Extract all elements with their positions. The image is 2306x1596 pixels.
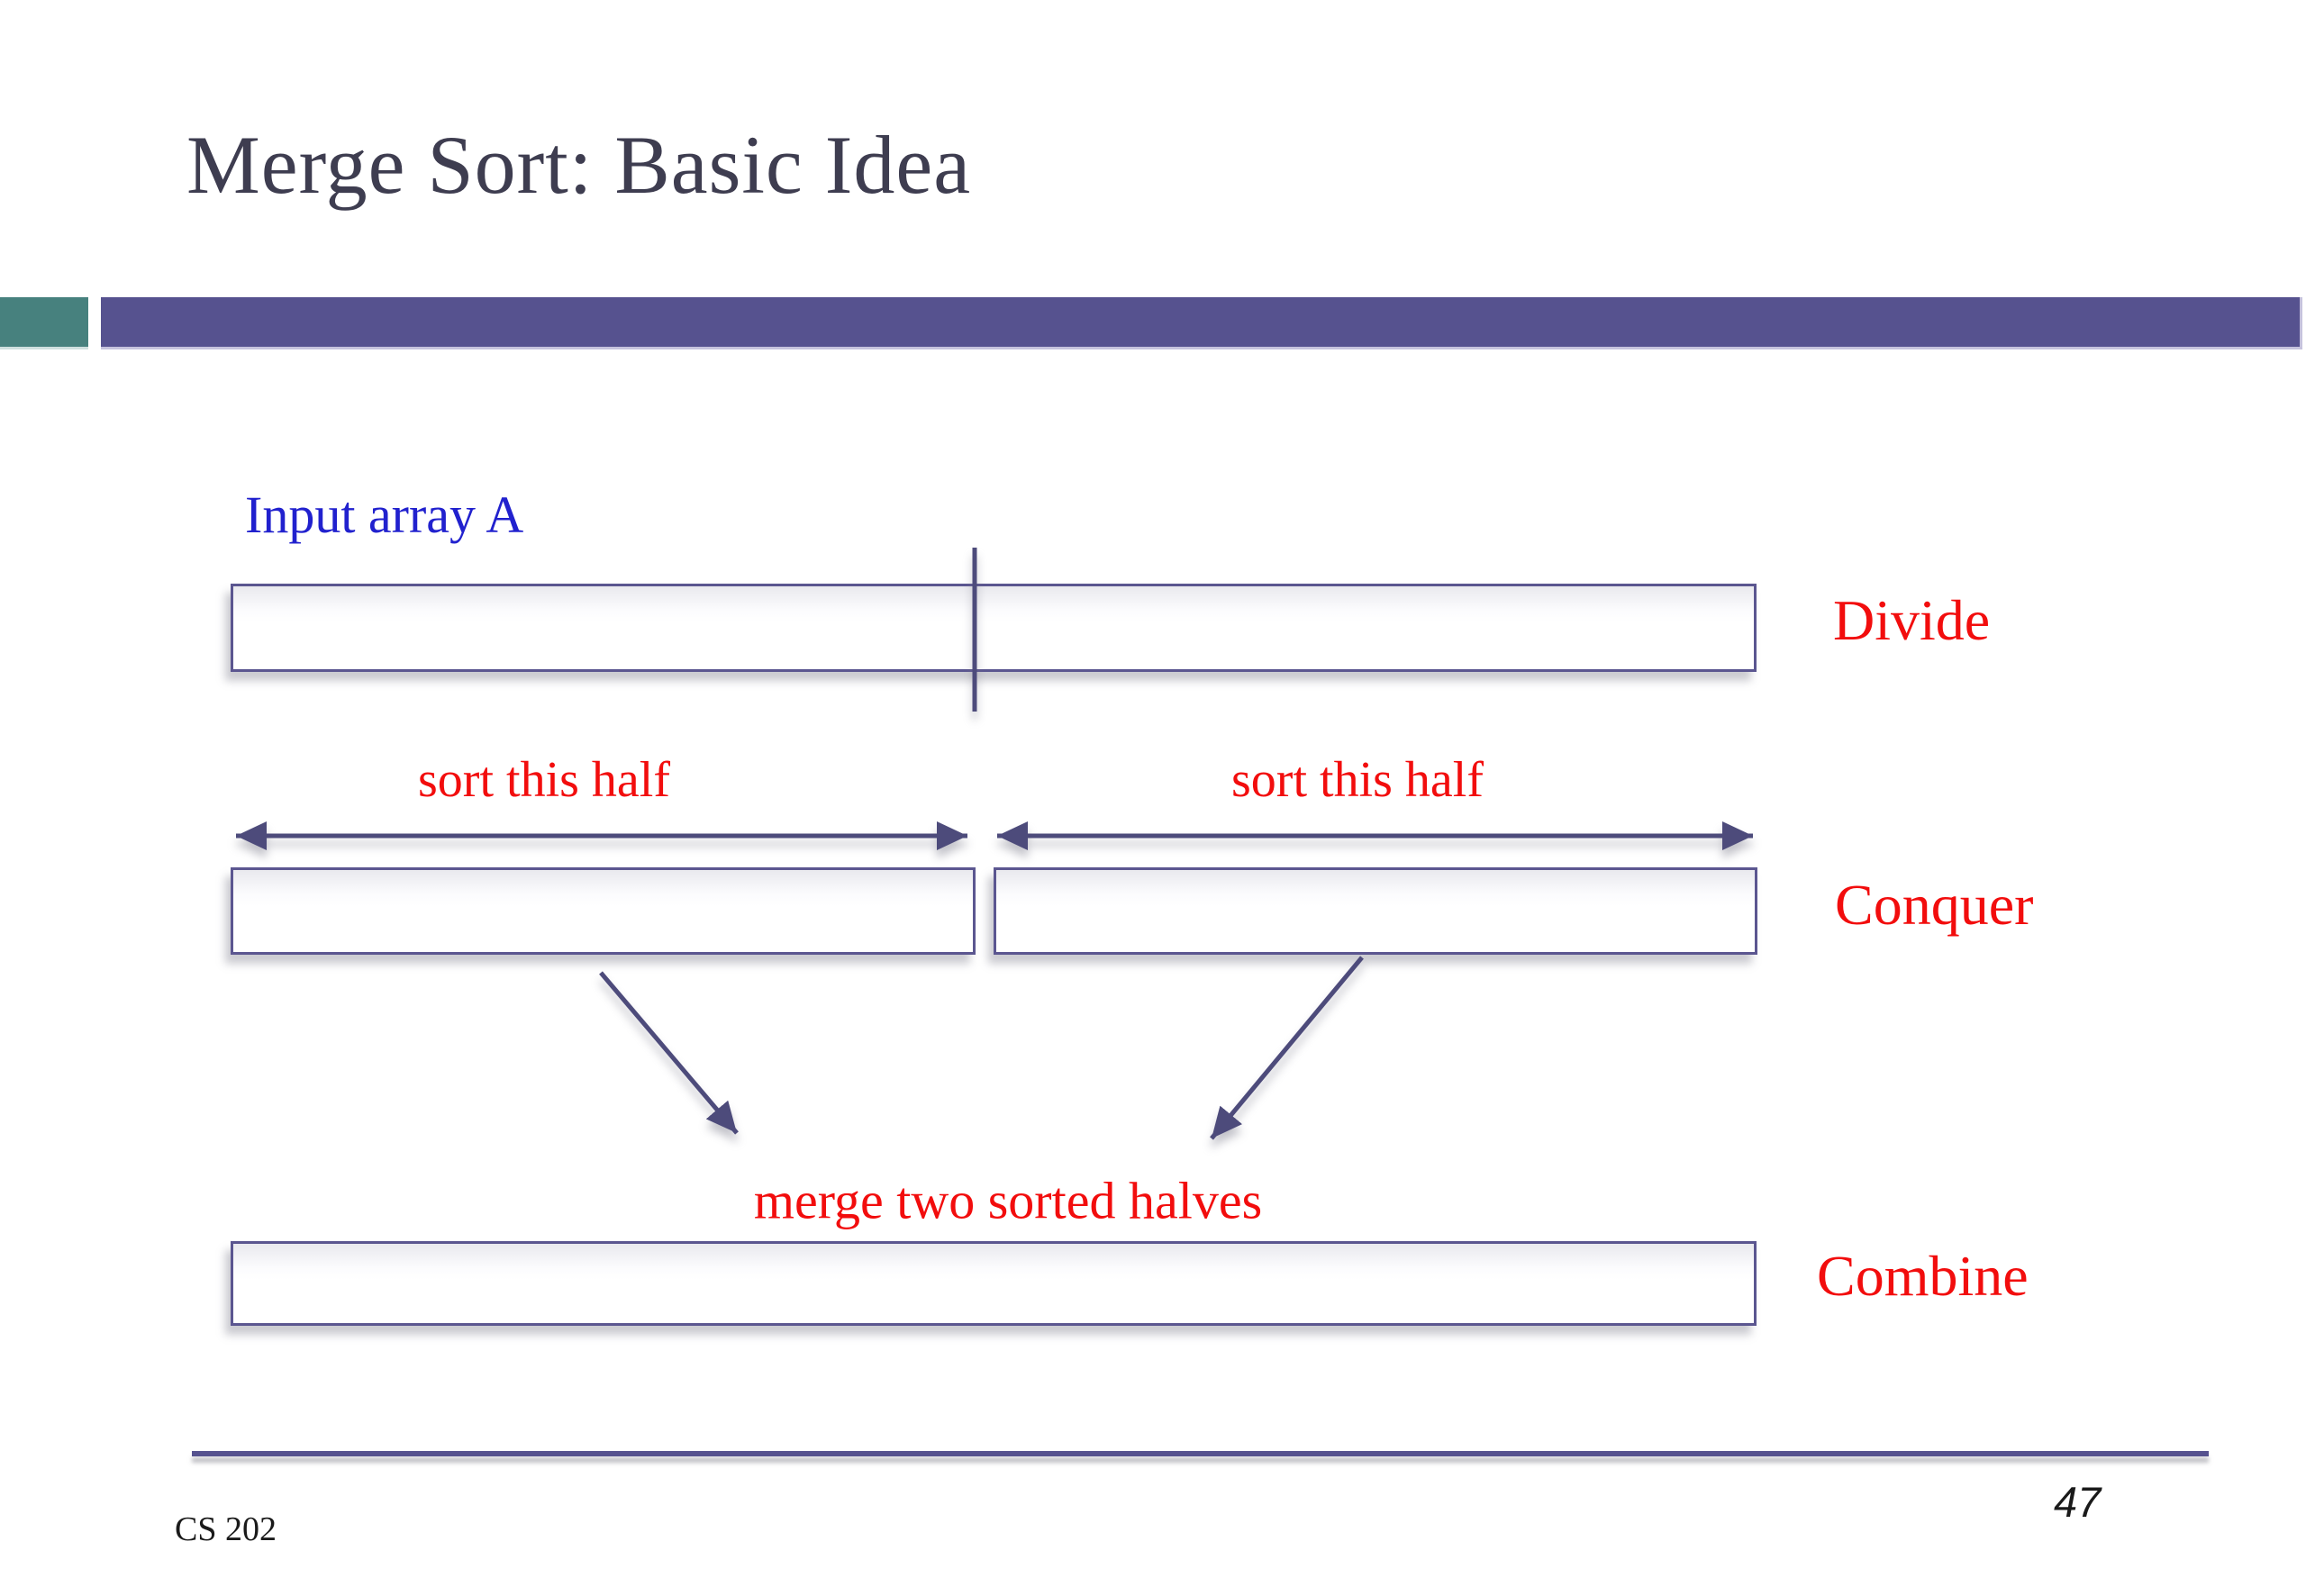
sort-left-half-label: sort this half (418, 752, 670, 808)
footer-divider-line (192, 1451, 2209, 1456)
merged-array-box (231, 1241, 1757, 1326)
divide-label: Divide (1833, 588, 1991, 652)
combine-label: Combine (1817, 1244, 2029, 1308)
slide-title: Merge Sort: Basic Idea (186, 119, 972, 211)
course-label: CS 202 (175, 1510, 277, 1548)
page-number: 47 (2054, 1478, 2102, 1526)
merge-left-arrow (599, 971, 739, 1135)
sort-right-half-label: sort this half (1231, 752, 1484, 808)
conquer-label: Conquer (1835, 873, 2034, 937)
right-half-box (994, 867, 1757, 955)
accent-purple-bar (101, 297, 2302, 349)
merge-halves-label: merge two sorted halves (753, 1171, 1263, 1230)
input-array-box (231, 584, 1757, 672)
accent-teal-block (0, 297, 88, 349)
input-array-label: Input array A (245, 485, 524, 544)
left-half-box (231, 867, 976, 955)
merge-right-arrow (1210, 956, 1364, 1140)
